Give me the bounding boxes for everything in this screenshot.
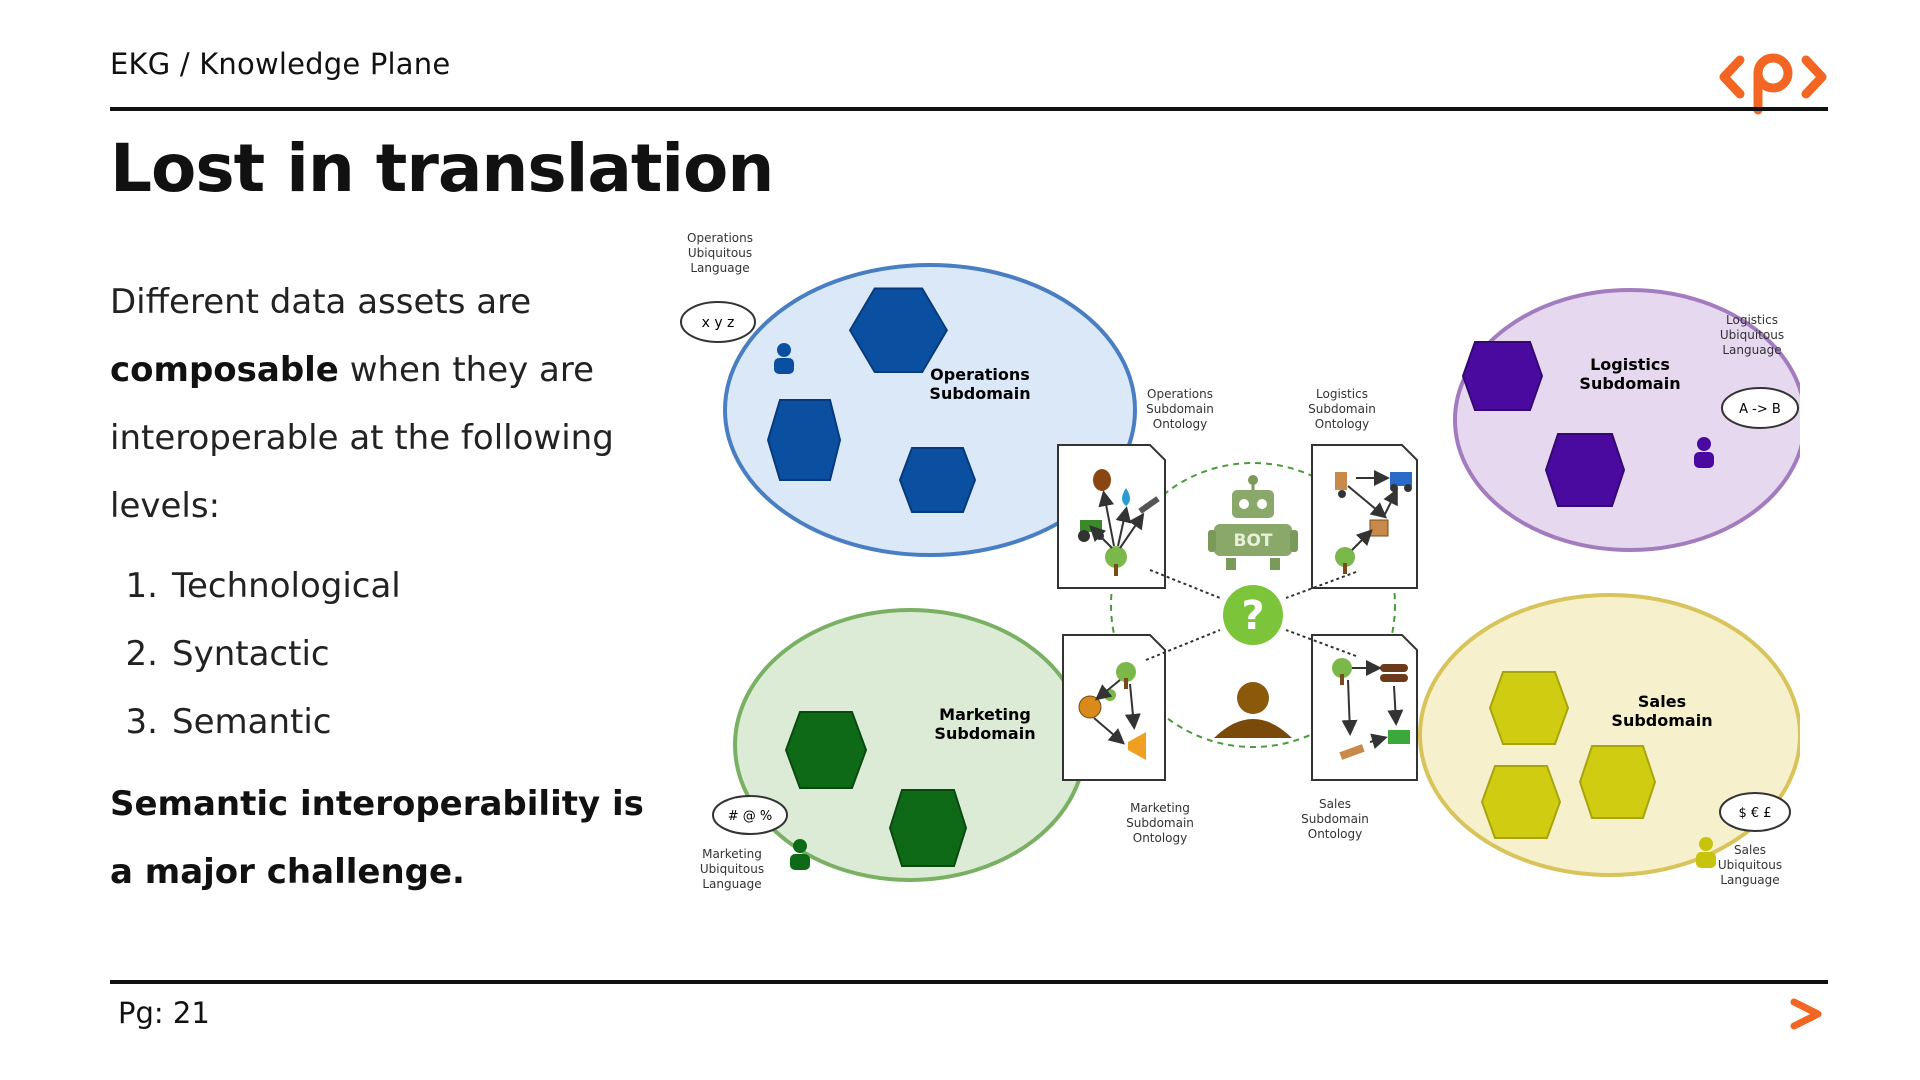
water-drop-icon — [1122, 488, 1130, 506]
bot-icon: BOT — [1208, 475, 1298, 570]
logs-icon — [1380, 664, 1408, 682]
bot-label: BOT — [1233, 531, 1272, 551]
tree-icon — [1105, 546, 1127, 576]
person-icon — [774, 343, 794, 374]
logistics-speech-bubble: A -> B — [1739, 402, 1781, 417]
person-icon — [1694, 437, 1714, 468]
planks-icon — [1339, 744, 1365, 760]
slide-title: Lost in translation — [110, 130, 774, 207]
brand-logo — [1719, 53, 1827, 115]
translation-circle — [1110, 462, 1396, 748]
tree-icon — [1335, 547, 1355, 574]
next-slide-icon[interactable] — [1786, 994, 1826, 1034]
intro-text-end: when they are interoperable at the follo… — [110, 350, 614, 526]
list-item: 2.Syntactic — [125, 634, 330, 674]
breadcrumb: EKG / Knowledge Plane — [110, 47, 451, 81]
svg-text:?: ? — [1241, 593, 1264, 639]
sales-speech-bubble: $ € £ — [1738, 806, 1771, 821]
seed-icon — [1093, 469, 1111, 491]
dotted-connectors — [1145, 569, 1357, 661]
page-number: Pg: 21 — [118, 996, 210, 1030]
intro-text-start: Different data assets are — [110, 282, 532, 322]
intro-emphasis: composable — [110, 350, 339, 390]
list-item: 3.Semantic — [125, 702, 332, 742]
question-mark-icon: ? — [1223, 585, 1283, 645]
saw-icon — [1138, 496, 1160, 514]
tree-icon — [1116, 662, 1136, 689]
box-icon — [1369, 519, 1389, 537]
list-item: 1.Technological — [125, 566, 401, 606]
footer-divider — [110, 980, 1828, 984]
person-icon — [1696, 837, 1716, 868]
person-icon — [1214, 682, 1292, 738]
megaphone-icon — [1128, 732, 1146, 760]
hand-truck-icon — [1335, 472, 1347, 498]
interoperability-levels: 1.Technological 2.Syntactic 3.Semantic — [110, 552, 401, 756]
intro-paragraph: Different data assets are composable whe… — [110, 268, 670, 540]
header-divider — [110, 107, 1828, 111]
operations-speech-bubble: x y z — [702, 315, 735, 331]
tree-icon — [1332, 658, 1352, 685]
brand-badge-icon — [1078, 695, 1102, 719]
money-icon — [1388, 730, 1410, 744]
person-icon — [790, 839, 810, 870]
conclusion-text: Semantic interoperability is a major cha… — [110, 784, 644, 892]
marketing-speech-bubble: # @ % — [728, 809, 773, 824]
